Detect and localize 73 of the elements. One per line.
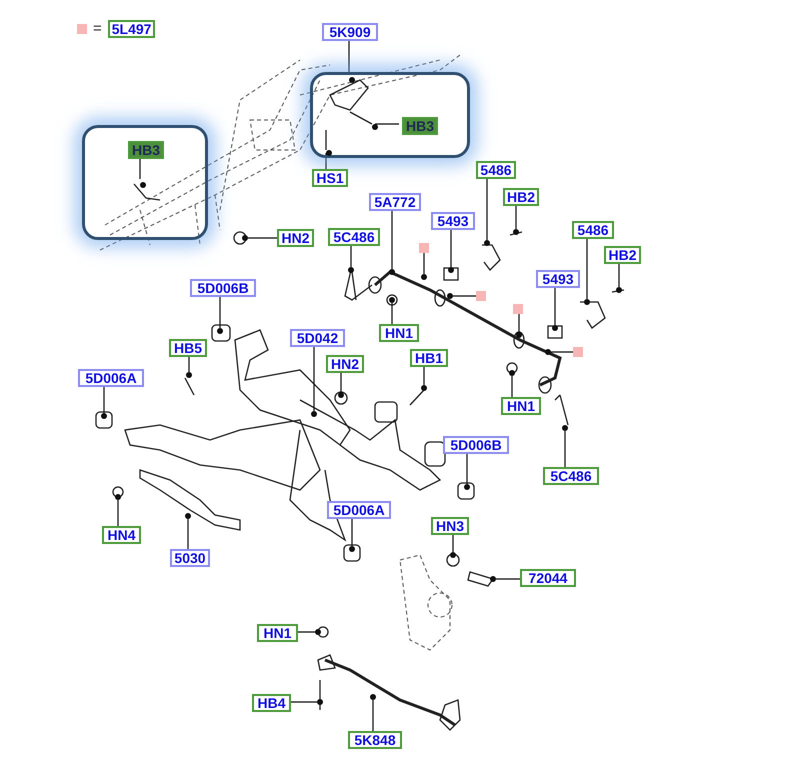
callout-label: 5C486 <box>328 228 380 246</box>
leader-line <box>453 295 476 297</box>
leader-line <box>391 211 393 269</box>
callout-label: 5D006B <box>190 279 256 297</box>
callout-label: HN4 <box>102 526 141 544</box>
leader-line <box>586 239 588 299</box>
leader-line <box>117 500 119 526</box>
leader-line <box>372 700 374 731</box>
highlight-frame <box>82 125 208 240</box>
callout-label: HB1 <box>410 349 448 367</box>
leader-line <box>351 519 353 546</box>
leader-line <box>496 578 520 580</box>
leader-line <box>551 351 573 353</box>
callout-label: HB5 <box>169 339 207 357</box>
callout-label: 5493 <box>431 212 475 230</box>
marker-square <box>419 243 429 253</box>
leader-line <box>452 535 454 552</box>
callout-label: HN1 <box>501 397 541 415</box>
callout-label: HB4 <box>252 694 291 712</box>
leader-line <box>518 314 520 332</box>
callout-label: HN1 <box>257 624 298 642</box>
callout-label: 5D006B <box>443 436 509 454</box>
callout-label: HN3 <box>431 517 469 535</box>
leader-line <box>391 303 393 324</box>
highlight-frame <box>310 72 470 158</box>
callout-label: 5486 <box>476 161 516 179</box>
leader-line <box>340 373 342 392</box>
callout-label: 5A772 <box>369 193 421 211</box>
leader-line <box>423 367 425 385</box>
leader-line <box>618 264 620 287</box>
leader-line <box>219 297 221 328</box>
leader-line <box>248 237 277 239</box>
callout-label: 5K909 <box>322 23 378 41</box>
callout-label: 5D006A <box>78 369 144 387</box>
leader-line <box>515 206 517 229</box>
callout-label: 5030 <box>170 549 210 567</box>
callout-label: 5D042 <box>290 329 345 347</box>
leader-line <box>423 253 425 274</box>
leader-line <box>103 387 105 413</box>
leader-line <box>511 376 513 397</box>
equals-sign: = <box>93 19 102 39</box>
leader-line <box>291 701 317 703</box>
callout-label: HB3 <box>402 117 438 135</box>
callout-label: 5493 <box>536 270 580 288</box>
marker-square <box>513 304 523 314</box>
leader-line <box>486 179 488 240</box>
callout-label: 5C486 <box>543 467 599 485</box>
callout-label: HB2 <box>503 188 539 206</box>
leader-line <box>554 288 556 325</box>
leader-line <box>466 454 468 484</box>
callout-label: HS1 <box>312 169 348 187</box>
marker-square <box>476 291 486 301</box>
callout-label: HB2 <box>604 246 641 264</box>
callout-label: 5K848 <box>348 731 402 749</box>
leader-line <box>564 431 566 467</box>
leader-line <box>348 41 350 74</box>
callout-label: 5L497 <box>108 20 156 38</box>
callout-label: HN1 <box>379 324 419 342</box>
leader-line <box>313 347 315 411</box>
callout-label: HB3 <box>128 141 164 159</box>
leader-line <box>188 357 190 372</box>
callout-label: 72044 <box>520 569 576 587</box>
callout-label: 5486 <box>572 221 614 239</box>
callout-label: HN2 <box>326 355 364 373</box>
leader-line <box>187 519 189 549</box>
leader-line <box>298 631 315 633</box>
leader-line <box>350 246 352 267</box>
callout-label: 5D006A <box>327 501 391 519</box>
leader-line <box>450 230 452 267</box>
leader-line <box>325 153 327 169</box>
marker-square <box>573 347 583 357</box>
leader-line <box>375 123 399 125</box>
callout-label: HN2 <box>277 229 314 247</box>
